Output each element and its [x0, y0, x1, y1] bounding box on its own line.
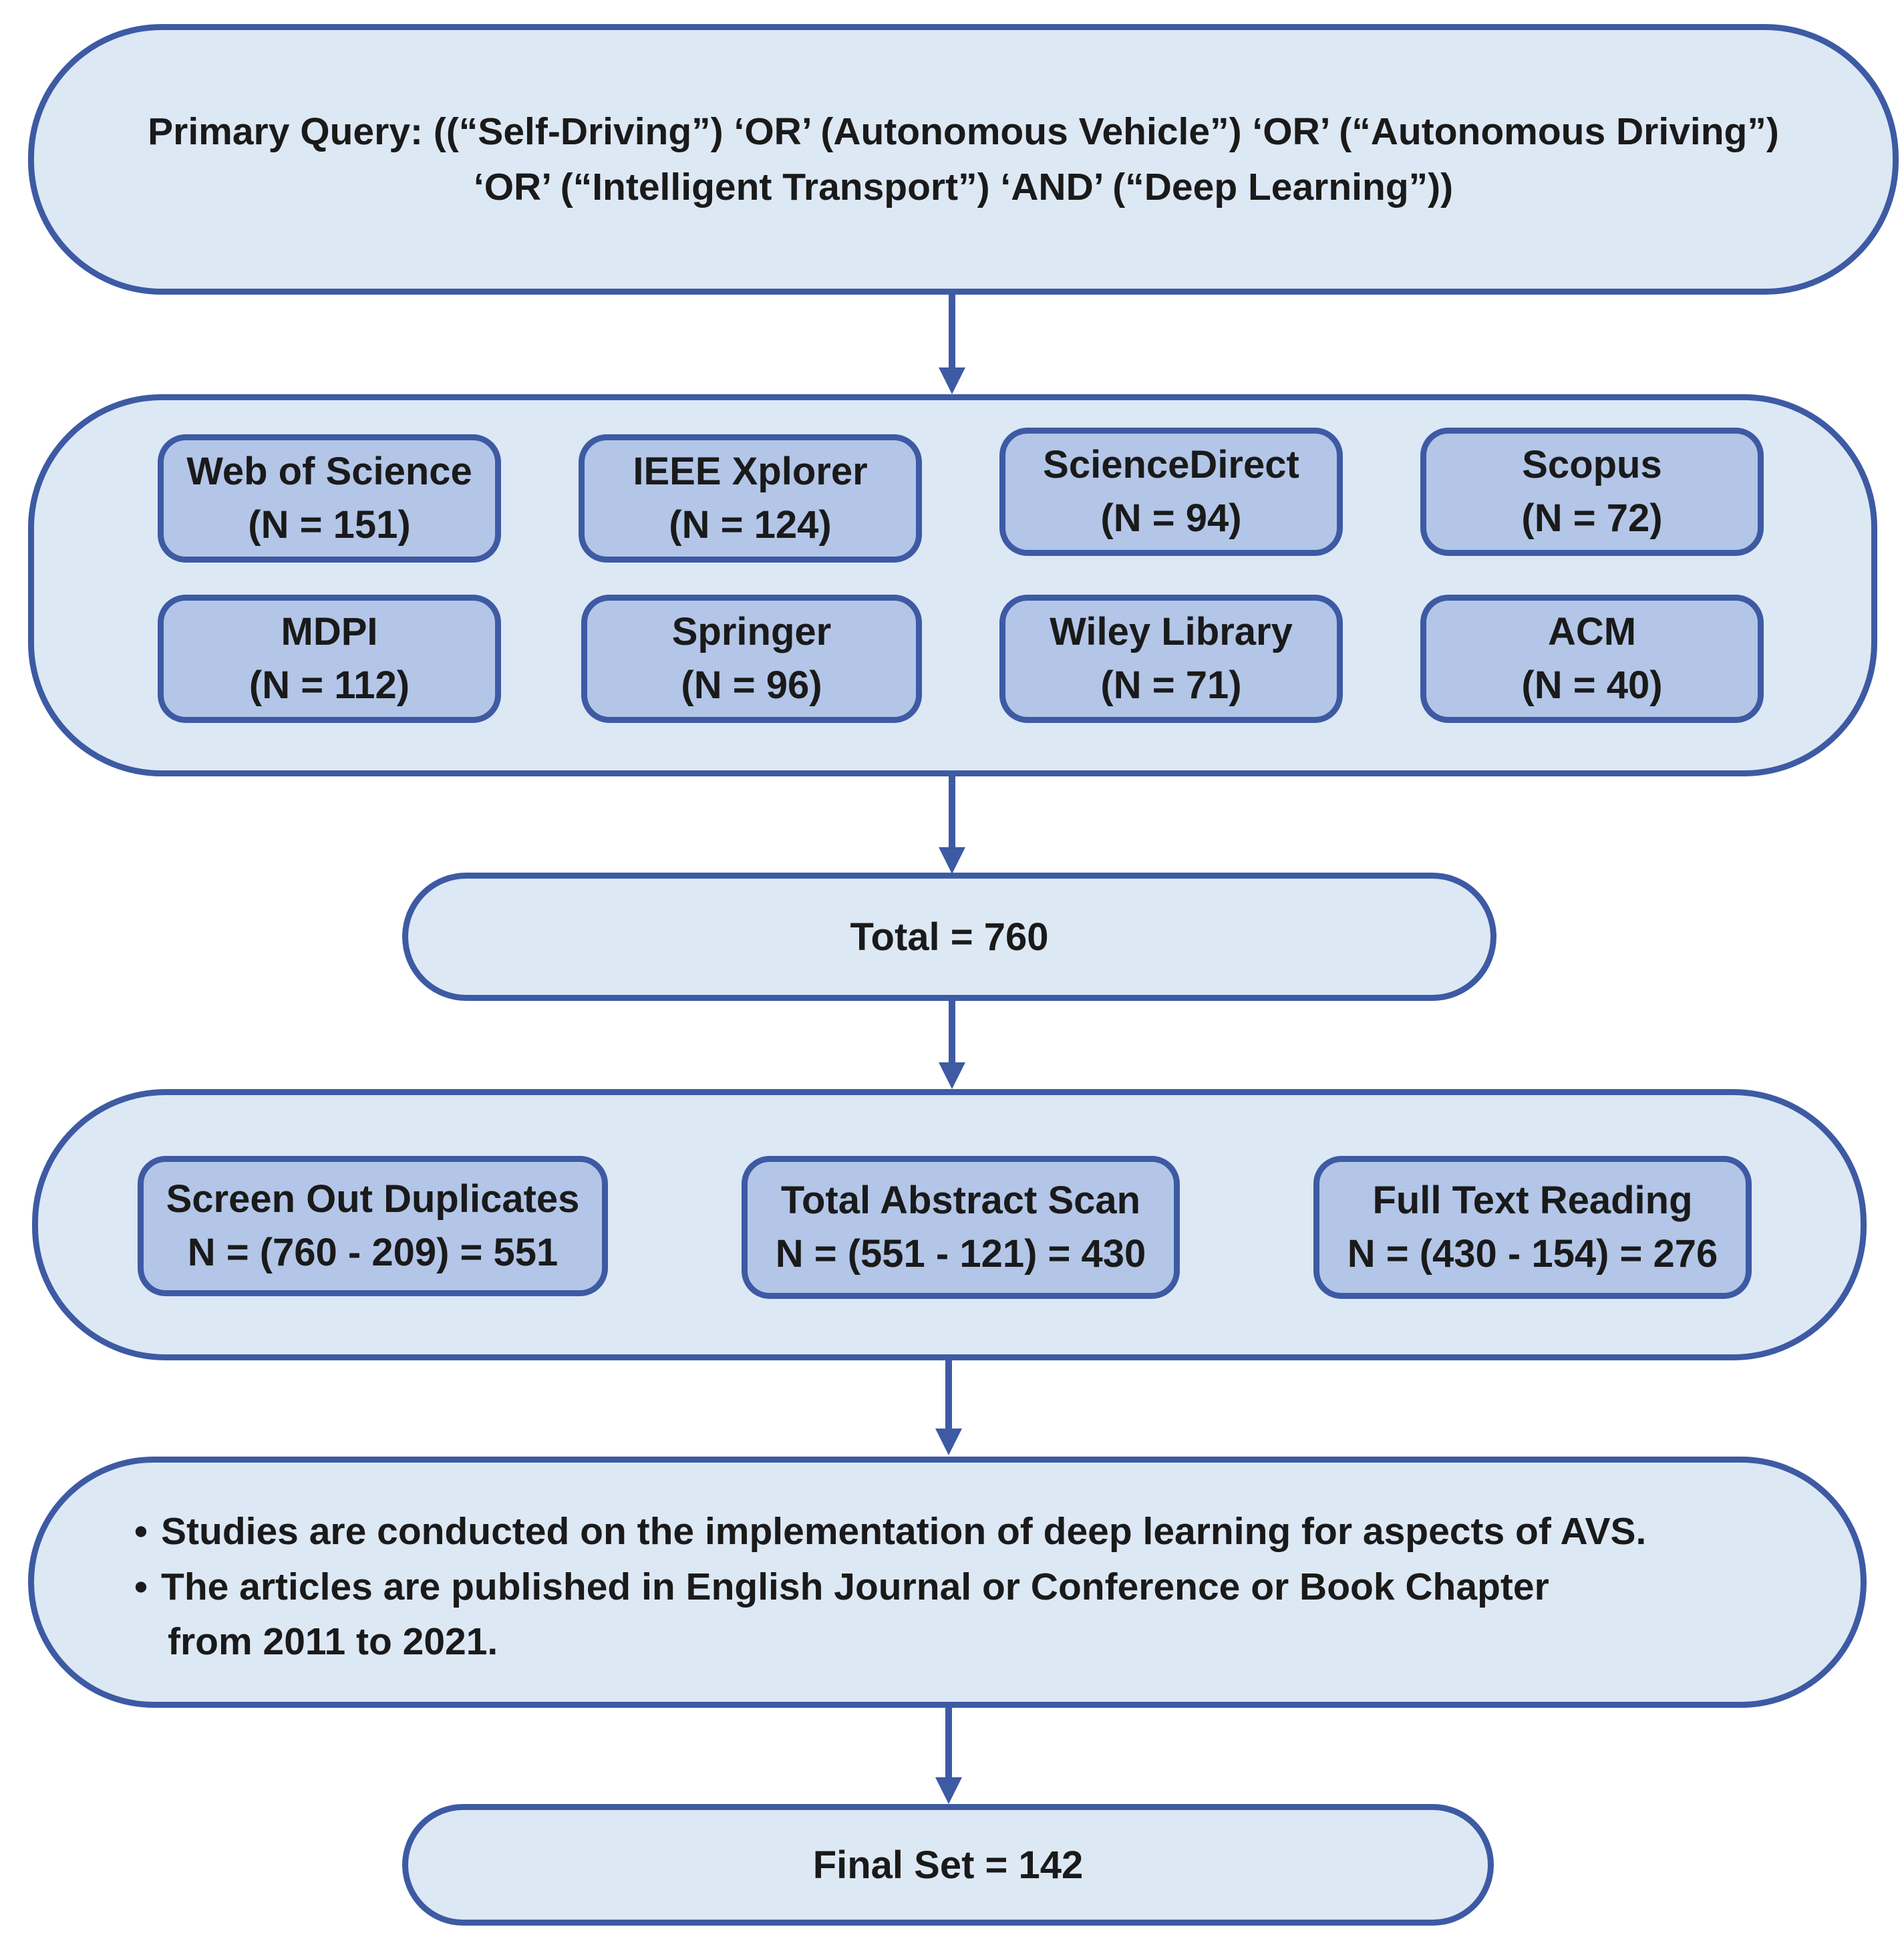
database-name: Springer: [671, 609, 832, 653]
database-acm: ACM (N = 40): [1420, 595, 1764, 723]
database-name: IEEE Xplorer: [633, 449, 868, 493]
bullet-marker: •: [134, 1565, 148, 1608]
criteria-item-2: • The articles are published in English …: [134, 1559, 1646, 1615]
inclusion-criteria-box: • Studies are conducted on the implement…: [28, 1457, 1867, 1708]
screening-title: Screen Out Duplicates: [166, 1177, 580, 1221]
database-count: (N = 40): [1521, 663, 1663, 707]
total-abstract-scan-box: Total Abstract Scan N = (551 - 121) = 43…: [742, 1156, 1180, 1299]
screening-title: Total Abstract Scan: [780, 1178, 1141, 1222]
database-count: (N = 124): [669, 503, 832, 547]
database-ieee-xplorer: IEEE Xplorer (N = 124): [579, 434, 922, 563]
database-name: Scopus: [1522, 442, 1662, 486]
bullet-marker: •: [134, 1510, 148, 1553]
criteria-text: Studies are conducted on the implementat…: [161, 1510, 1647, 1553]
full-text-reading-box: Full Text Reading N = (430 - 154) = 276: [1313, 1156, 1752, 1299]
inclusion-criteria-list: • Studies are conducted on the implement…: [134, 1504, 1646, 1670]
database-count: (N = 96): [681, 663, 822, 707]
database-name: Wiley Library: [1050, 609, 1293, 653]
database-web-of-science: Web of Science (N = 151): [158, 434, 501, 563]
database-count: (N = 94): [1100, 496, 1242, 540]
database-springer: Springer (N = 96): [581, 595, 922, 723]
database-count: (N = 71): [1100, 663, 1242, 707]
primary-query-box: Primary Query: ((“Self-Driving”) ‘OR’ (A…: [28, 24, 1899, 295]
database-scopus: Scopus (N = 72): [1420, 428, 1764, 556]
total-text: Total = 760: [850, 915, 1049, 959]
database-sciencedirect: ScienceDirect (N = 94): [999, 428, 1343, 556]
criteria-item-2-continuation: from 2011 to 2021.: [134, 1614, 1646, 1670]
screening-formula: N = (760 - 209) = 551: [187, 1231, 559, 1274]
query-line-2: ‘OR’ (“Intelligent Transport”) ‘AND’ (“D…: [473, 165, 1454, 208]
database-count: (N = 72): [1521, 496, 1663, 540]
final-set-text: Final Set = 142: [812, 1843, 1084, 1887]
total-box: Total = 760: [402, 873, 1496, 1001]
database-count: (N = 151): [248, 503, 411, 547]
database-name: ACM: [1547, 609, 1637, 653]
database-wiley-library: Wiley Library (N = 71): [999, 595, 1343, 723]
screen-out-duplicates-box: Screen Out Duplicates N = (760 - 209) = …: [138, 1156, 608, 1296]
database-count: (N = 112): [249, 663, 410, 707]
database-mdpi: MDPI (N = 112): [158, 595, 501, 723]
screening-formula: N = (430 - 154) = 276: [1347, 1232, 1718, 1276]
database-name: Web of Science: [186, 449, 472, 493]
screening-title: Full Text Reading: [1372, 1178, 1693, 1222]
primary-query-text: Primary Query: ((“Self-Driving”) ‘OR’ (A…: [148, 104, 1779, 214]
query-line-1: Primary Query: ((“Self-Driving”) ‘OR’ (A…: [148, 110, 1779, 153]
criteria-text: from 2011 to 2021.: [168, 1620, 498, 1664]
criteria-item-1: • Studies are conducted on the implement…: [134, 1504, 1646, 1559]
final-set-box: Final Set = 142: [402, 1804, 1494, 1926]
criteria-text: The articles are published in English Jo…: [161, 1565, 1549, 1608]
database-name: ScienceDirect: [1043, 442, 1299, 486]
database-name: MDPI: [281, 609, 378, 653]
screening-formula: N = (551 - 121) = 430: [775, 1232, 1146, 1276]
